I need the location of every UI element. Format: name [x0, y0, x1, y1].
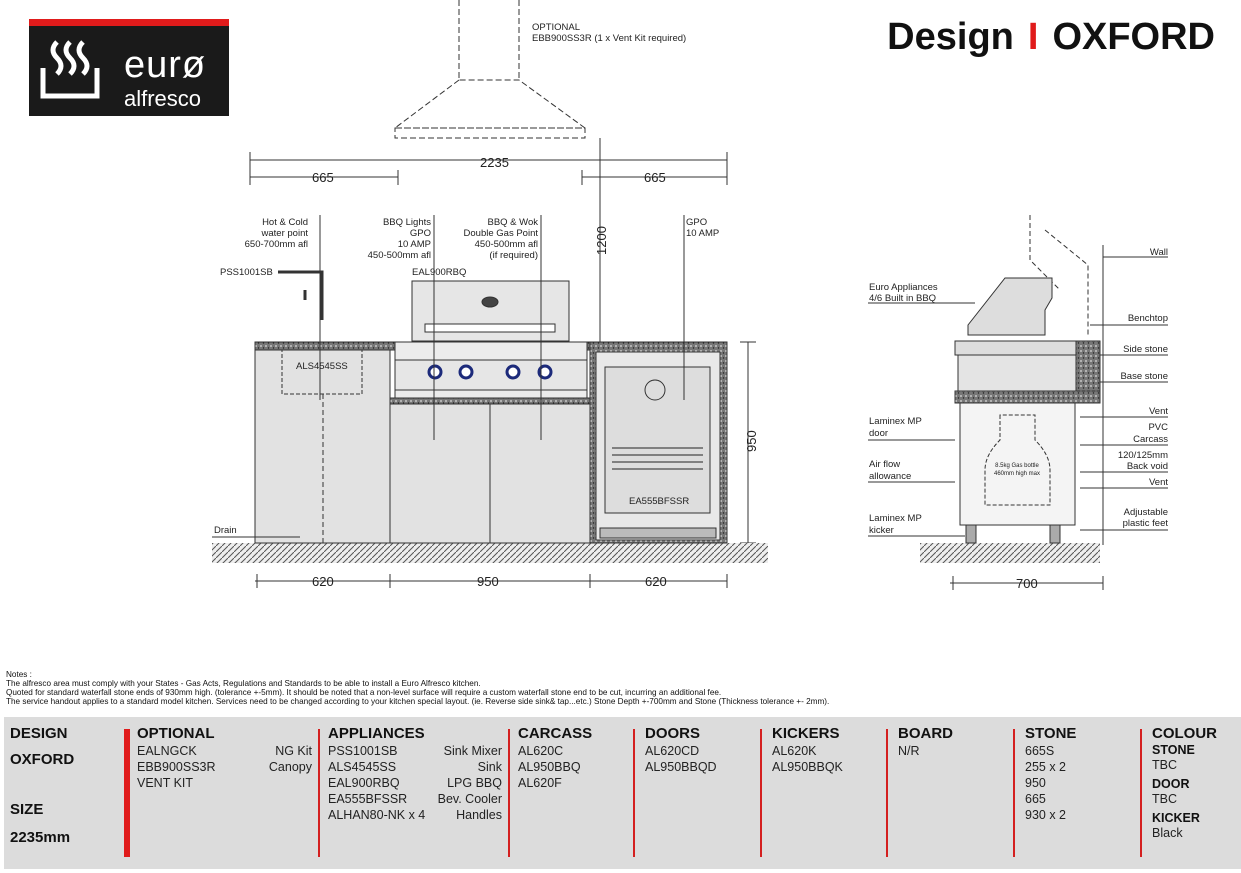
svg-text:Side stone: Side stone: [1123, 344, 1168, 355]
note-line: The alfresco area must comply with your …: [6, 679, 481, 688]
svg-text:4/6 Built in BBQ: 4/6 Built in BBQ: [869, 293, 936, 304]
notes-title: Notes :: [6, 670, 32, 679]
doors-column: DOORS AL620CD AL950BBQD: [645, 725, 717, 774]
board-column: BOARD N/R: [898, 725, 953, 758]
dim-height-950: 950: [744, 430, 759, 452]
dim-height-1200: 1200: [594, 226, 609, 255]
svg-text:Vent: Vent: [1149, 477, 1168, 488]
title-separator: I: [1027, 16, 1039, 58]
svg-text:BBQ Lights: BBQ Lights: [383, 217, 431, 228]
svg-text:450-500mm afl: 450-500mm afl: [368, 250, 431, 261]
svg-text:allowance: allowance: [869, 471, 911, 482]
svg-text:Air flow: Air flow: [869, 459, 900, 470]
note-line: Quoted for standard waterfall stone ends…: [6, 688, 722, 697]
svg-text:460mm high max: 460mm high max: [994, 471, 1040, 477]
svg-text:Back void: Back void: [1127, 461, 1168, 472]
logo-word-euro: eurø: [124, 44, 207, 86]
front-labels: Hot & Cold water point 650-700mm afl BBQ…: [214, 217, 719, 536]
svg-text:PVC: PVC: [1148, 422, 1168, 433]
svg-text:Double Gas Point: Double Gas Point: [464, 228, 539, 239]
svg-text:GPO: GPO: [686, 217, 707, 228]
stone-column: STONE 665S 255 x 2 950 665 930 x 2: [1025, 725, 1077, 822]
svg-text:water point: water point: [261, 228, 309, 239]
colour-column: COLOUR STONE TBC DOOR TBC KICKER Black: [1152, 725, 1217, 840]
divider: [633, 729, 635, 857]
divider: [318, 729, 320, 857]
svg-text:Euro Appliances: Euro Appliances: [869, 282, 938, 293]
side-labels: Wall Euro Appliances 4/6 Built in BBQ Be…: [869, 247, 1168, 536]
divider: [760, 729, 762, 857]
divider: [886, 729, 888, 857]
canopy-note: EBB900SS3R (1 x Vent Kit required): [532, 33, 686, 44]
svg-text:Adjustable: Adjustable: [1124, 507, 1168, 518]
divider: [1140, 729, 1142, 857]
notes: Notes : The alfresco area must comply wi…: [6, 670, 829, 706]
euro-alfresco-logo: eurø alfresco: [29, 19, 229, 116]
dim-depth-700: 700: [1016, 576, 1038, 591]
svg-text:door: door: [869, 428, 888, 439]
divider: [1013, 729, 1015, 857]
dim-width-620-right: 620: [645, 574, 667, 589]
sink-label: ALS4545SS: [296, 361, 348, 372]
dim-width-620-left: 620: [312, 574, 334, 589]
drain-label: Drain: [214, 525, 237, 536]
dim-right-665: 665: [644, 170, 666, 185]
svg-text:Hot & Cold: Hot & Cold: [262, 217, 308, 228]
side-elevation: [868, 215, 1168, 563]
specification-table: DESIGN OXFORD SIZE 2235mm OPTIONAL EALNG…: [4, 717, 1241, 869]
svg-text:10 AMP: 10 AMP: [398, 239, 431, 250]
logo-word-alfresco: alfresco: [124, 86, 202, 111]
design-name: OXFORD: [1052, 16, 1215, 58]
svg-text:8.5kg Gas bottle: 8.5kg Gas bottle: [995, 463, 1039, 469]
canopy-rangehood: [393, 0, 587, 139]
red-divider: [124, 729, 130, 857]
svg-text:plastic feet: plastic feet: [1123, 518, 1169, 529]
page-title: Design I OXFORD: [887, 16, 1215, 59]
bbq-knobs: [427, 364, 553, 380]
svg-text:Benchtop: Benchtop: [1128, 313, 1168, 324]
svg-text:GPO: GPO: [410, 228, 431, 239]
divider: [508, 729, 510, 857]
svg-text:BBQ & Wok: BBQ & Wok: [487, 217, 538, 228]
svg-text:Base stone: Base stone: [1120, 371, 1168, 382]
elevation-drawing: OPTIONAL EBB900SS3R (1 x Vent Kit requir…: [212, 0, 1168, 591]
svg-text:Wall: Wall: [1150, 247, 1168, 258]
svg-text:Laminex MP: Laminex MP: [869, 416, 922, 427]
bbq-label: EAL900RBQ: [412, 267, 466, 278]
note-line: The service handout applies to a standar…: [6, 697, 830, 706]
svg-text:650-700mm afl: 650-700mm afl: [245, 239, 308, 250]
flame-logo-icon: [40, 40, 100, 99]
dim-width-950: 950: [477, 574, 499, 589]
svg-text:Laminex MP: Laminex MP: [869, 513, 922, 524]
svg-text:10 AMP: 10 AMP: [686, 228, 719, 239]
svg-text:Vent: Vent: [1149, 406, 1168, 417]
dim-left-665: 665: [312, 170, 334, 185]
svg-text:120/125mm: 120/125mm: [1118, 450, 1168, 461]
front-elevation: [212, 215, 768, 563]
dim-total-width: 2235: [480, 155, 509, 170]
design-label: Design: [887, 16, 1014, 58]
dimension-lines: [249, 138, 1104, 590]
kickers-column: KICKERS AL620K AL950BBQK: [772, 725, 843, 774]
svg-text:(if required): (if required): [489, 250, 538, 261]
cooler-label: EA555BFSSR: [629, 496, 689, 507]
canopy-label: OPTIONAL: [532, 22, 580, 33]
svg-text:Carcass: Carcass: [1133, 434, 1168, 445]
mixer-label: PSS1001SB: [220, 267, 273, 278]
carcass-column: CARCASS AL620C AL950BBQ AL620F: [518, 725, 593, 790]
svg-text:kicker: kicker: [869, 525, 894, 536]
design-column: DESIGN OXFORD SIZE 2235mm: [10, 725, 75, 846]
svg-text:450-500mm afl: 450-500mm afl: [475, 239, 538, 250]
